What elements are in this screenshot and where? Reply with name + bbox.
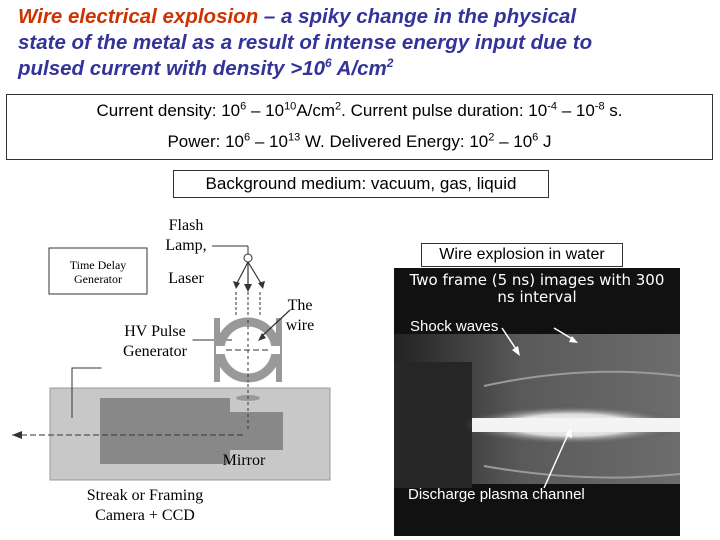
frames-caption: Two frame (5 ns) images with 300 ns inte…: [409, 271, 665, 306]
discharge-plasma-label: Discharge plasma channel: [408, 486, 585, 503]
time-delay-box: [48, 247, 148, 295]
mirror: [235, 422, 263, 449]
laser-label: Laser: [168, 270, 204, 287]
title-unit-exp: 2: [386, 56, 394, 71]
parameters-box: Current density: 106 – 1010A/cm2. Curren…: [6, 94, 713, 160]
the-wire-label: The wire: [285, 297, 315, 334]
title-unit: A/cm: [331, 57, 387, 80]
mirror-label: Mirror: [222, 452, 266, 469]
hv-pulse-generator-label: HV Pulse Generator: [123, 323, 187, 360]
camera-lens-tube: [175, 412, 283, 450]
wire-explosion-label: Wire explosion in water: [421, 243, 623, 267]
flash-lamp-label: Flash Lamp,: [165, 217, 207, 254]
photo-image: [394, 268, 680, 536]
time-delay-generator: Time Delay Generator: [69, 258, 127, 286]
title-line3: pulsed current with density >10: [18, 57, 326, 80]
slide-title: Wire electrical explosion – a spiky chan…: [18, 4, 708, 82]
output-arrow: [12, 431, 22, 439]
streak-camera-label: Streak or Framing Camera + CCD: [86, 487, 204, 524]
background-medium-label: Background medium: vacuum, gas, liquid: [173, 170, 549, 198]
title-line1: – a spiky change in the physical: [258, 5, 577, 28]
params-line-1: Current density: 106 – 1010A/cm2. Curren…: [96, 100, 623, 120]
title-line2: state of the metal as a result of intens…: [18, 31, 593, 54]
shock-waves-label: Shock waves: [410, 318, 499, 335]
title-exp: 6: [325, 56, 332, 71]
explosion-photo: Two frame (5 ns) images with 300 ns inte…: [394, 268, 680, 536]
params-line-2: Power: 106 – 1013 W. Delivered Energy: 1…: [167, 131, 552, 151]
title-highlight: Wire electrical explosion: [18, 5, 259, 28]
